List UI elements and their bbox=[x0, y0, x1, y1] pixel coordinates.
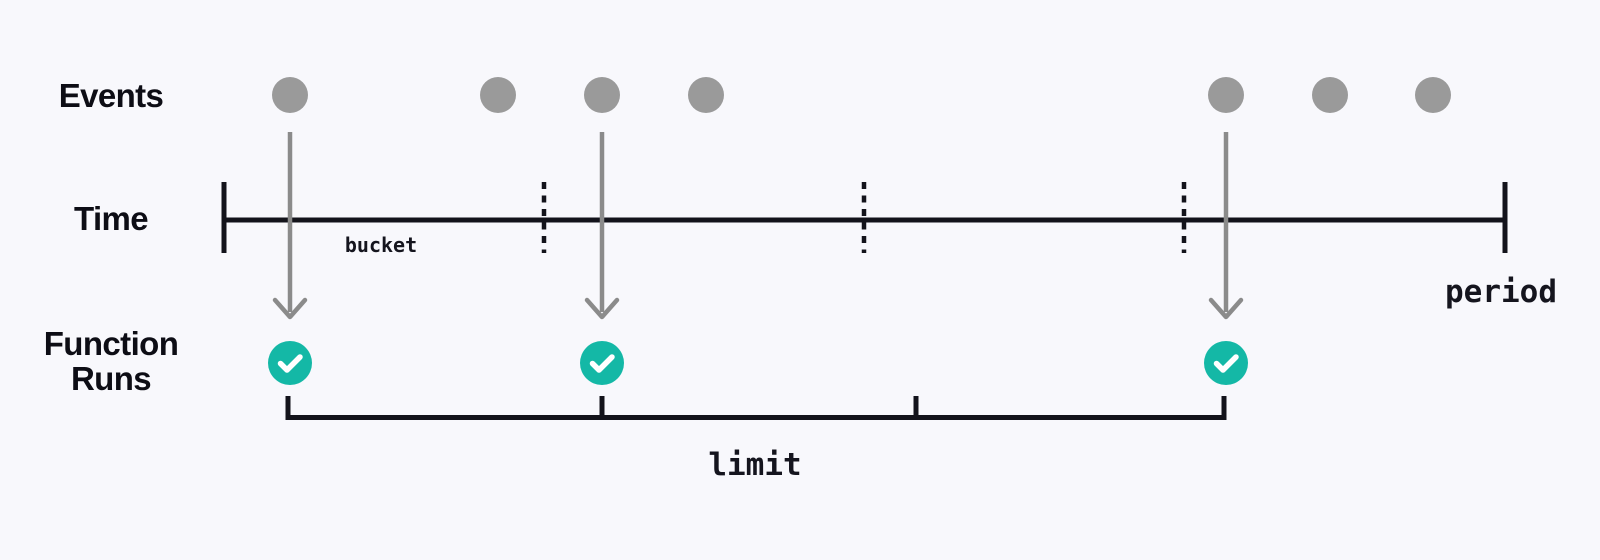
limit-label: limit bbox=[708, 447, 802, 483]
checkmark-icon bbox=[1213, 354, 1239, 373]
event-dot bbox=[1312, 77, 1348, 113]
function-runs-label-line1: Function bbox=[43, 325, 179, 362]
event-dot bbox=[272, 77, 308, 113]
bucket-label: bucket bbox=[344, 233, 418, 257]
function-runs-row-label: Function Runs bbox=[0, 326, 222, 396]
time-row-label: Time bbox=[73, 200, 149, 237]
function-run-circle bbox=[268, 341, 312, 385]
arrow-head-icon bbox=[272, 297, 308, 320]
events-row-label: Events bbox=[58, 77, 164, 114]
arrow-head-icon bbox=[1208, 297, 1244, 320]
checkmark-icon bbox=[277, 354, 303, 373]
event-dot bbox=[584, 77, 620, 113]
period-label: period bbox=[1445, 274, 1557, 310]
event-dot bbox=[1208, 77, 1244, 113]
function-runs-label-line2: Runs bbox=[70, 360, 152, 397]
event-dot bbox=[1415, 77, 1451, 113]
function-run-circle bbox=[580, 341, 624, 385]
function-run-circle bbox=[1204, 341, 1248, 385]
checkmark-icon bbox=[589, 354, 615, 373]
event-dot bbox=[480, 77, 516, 113]
arrow-head-icon bbox=[584, 297, 620, 320]
event-dot bbox=[688, 77, 724, 113]
